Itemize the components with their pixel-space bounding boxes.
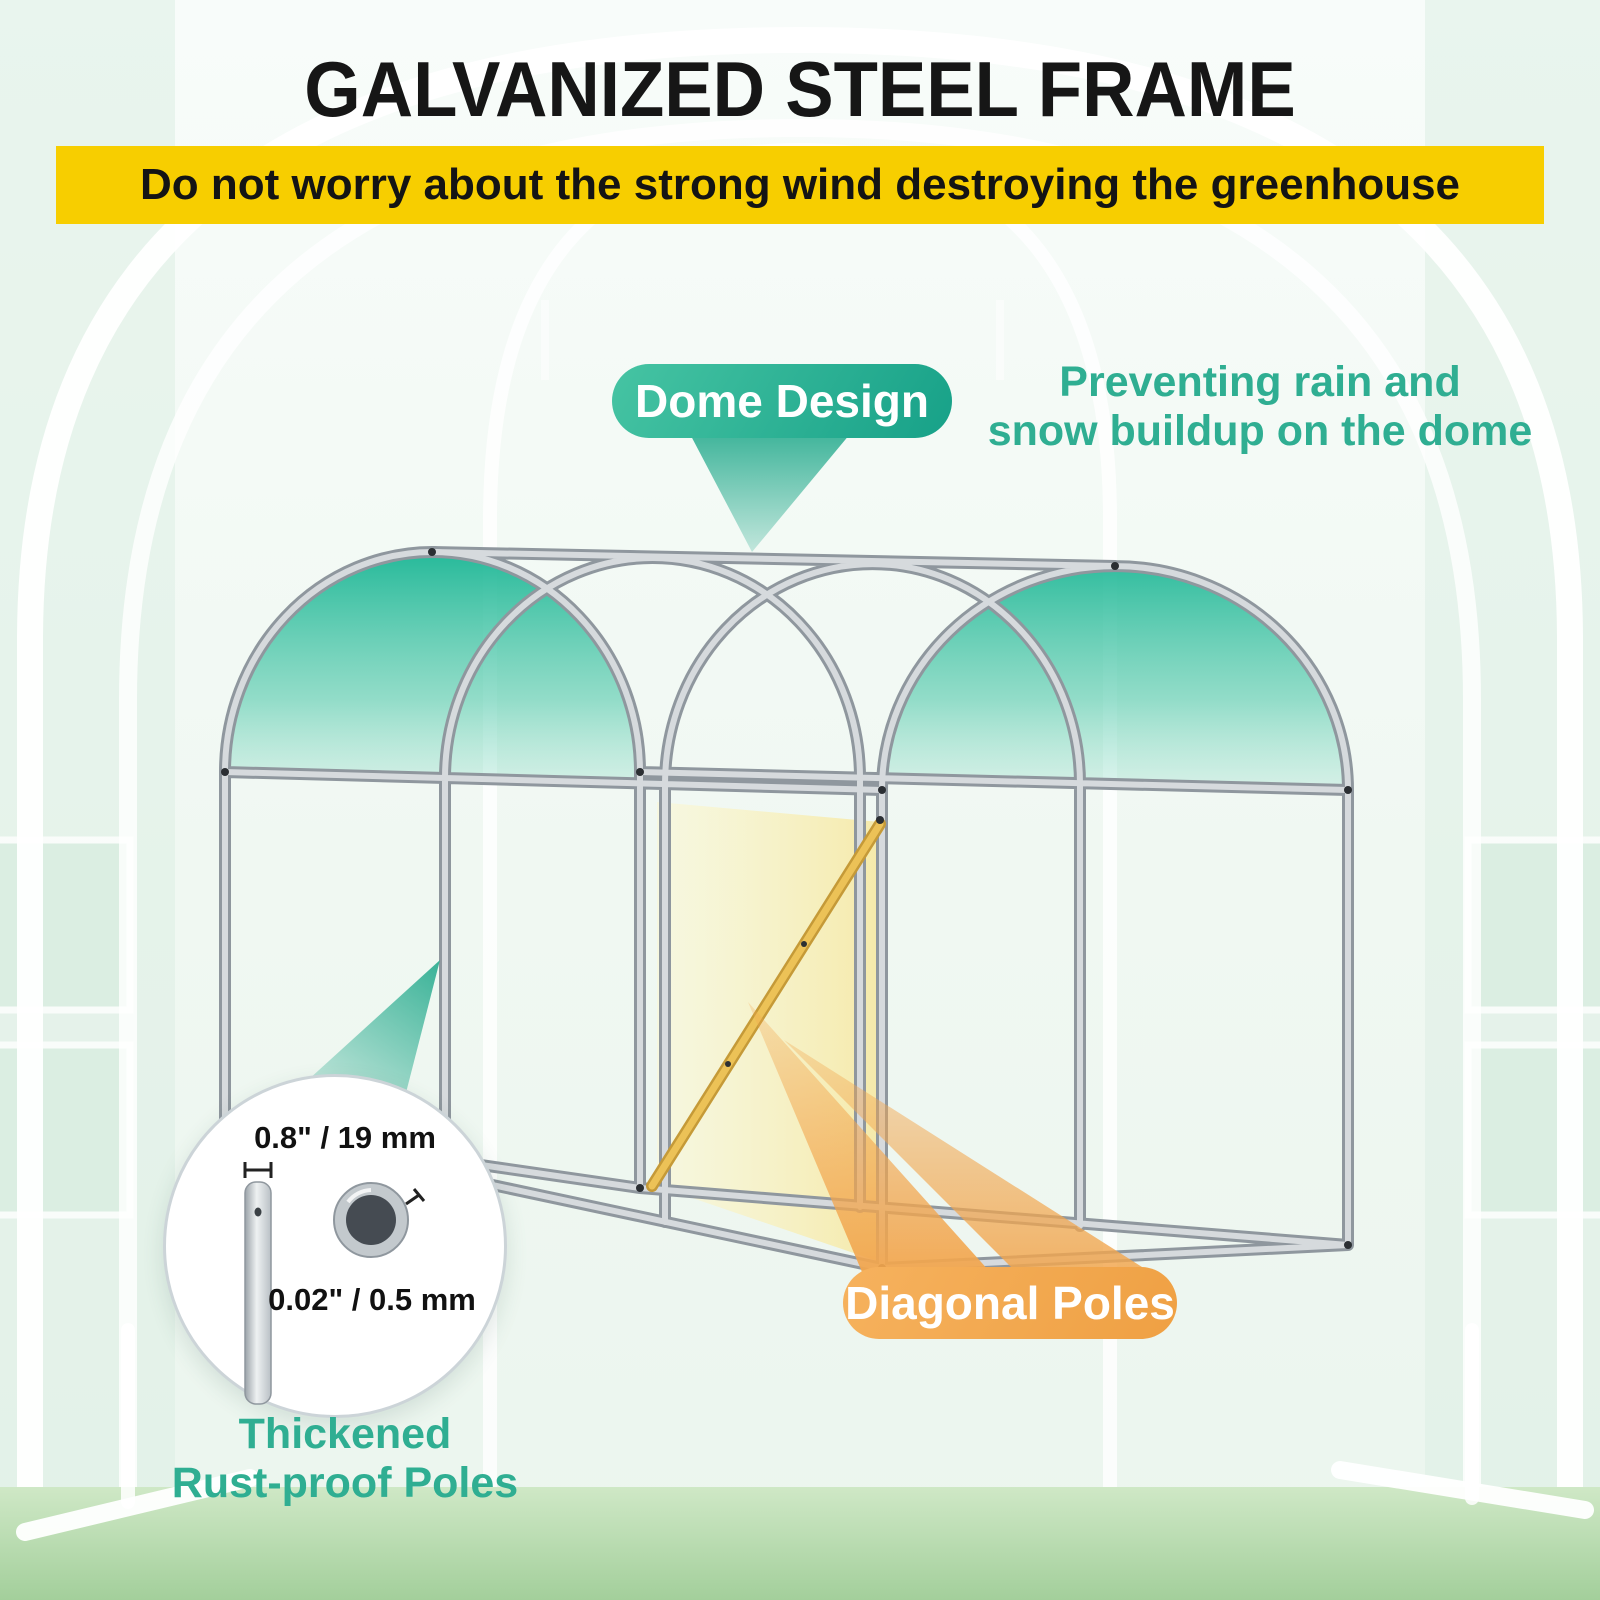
dome-design-label: Dome Design	[612, 364, 952, 438]
rain-snow-note: Preventing rain and snow buildup on the …	[960, 358, 1560, 456]
page-title: GALVANIZED STEEL FRAME	[304, 45, 1296, 133]
subtitle-text: Do not worry about the strong wind destr…	[139, 160, 1461, 209]
base-tubes	[16, 1323, 1594, 1541]
caption-line1: Thickened	[238, 1410, 452, 1458]
diagonal-pole	[646, 818, 886, 1192]
diagonal-pointers	[748, 1002, 1150, 1272]
rain-note-line1: Preventing rain and	[1059, 358, 1461, 406]
diagonal-poles-text: Diagonal Poles	[845, 1277, 1175, 1329]
diagonal-poles-label: Diagonal Poles	[843, 1267, 1177, 1339]
rain-note-line2: snow buildup on the dome	[987, 407, 1533, 456]
pole-detail-inset	[163, 1074, 507, 1418]
rust-proof-poles-caption: Thickened Rust-proof Poles	[105, 1410, 585, 1509]
caption-line2: Rust-proof Poles	[171, 1459, 519, 1508]
subtitle-banner: Do not worry about the strong wind destr…	[56, 146, 1544, 224]
dome-canopy	[225, 552, 1348, 790]
pole-detail-graphics	[243, 1162, 426, 1405]
wall-thickness-label: 0.02" / 0.5 mm	[268, 1282, 476, 1317]
outer-diameter-label: 0.8" / 19 mm	[254, 1120, 436, 1155]
diameter-bracket	[243, 1162, 273, 1178]
tube-cross-section-icon	[333, 1182, 426, 1258]
dome-design-text: Dome Design	[635, 375, 929, 427]
hanging-rods	[541, 300, 1004, 380]
dome-pointer	[690, 434, 850, 552]
grass	[0, 1487, 1600, 1600]
pole-sample-icon	[244, 1181, 272, 1405]
